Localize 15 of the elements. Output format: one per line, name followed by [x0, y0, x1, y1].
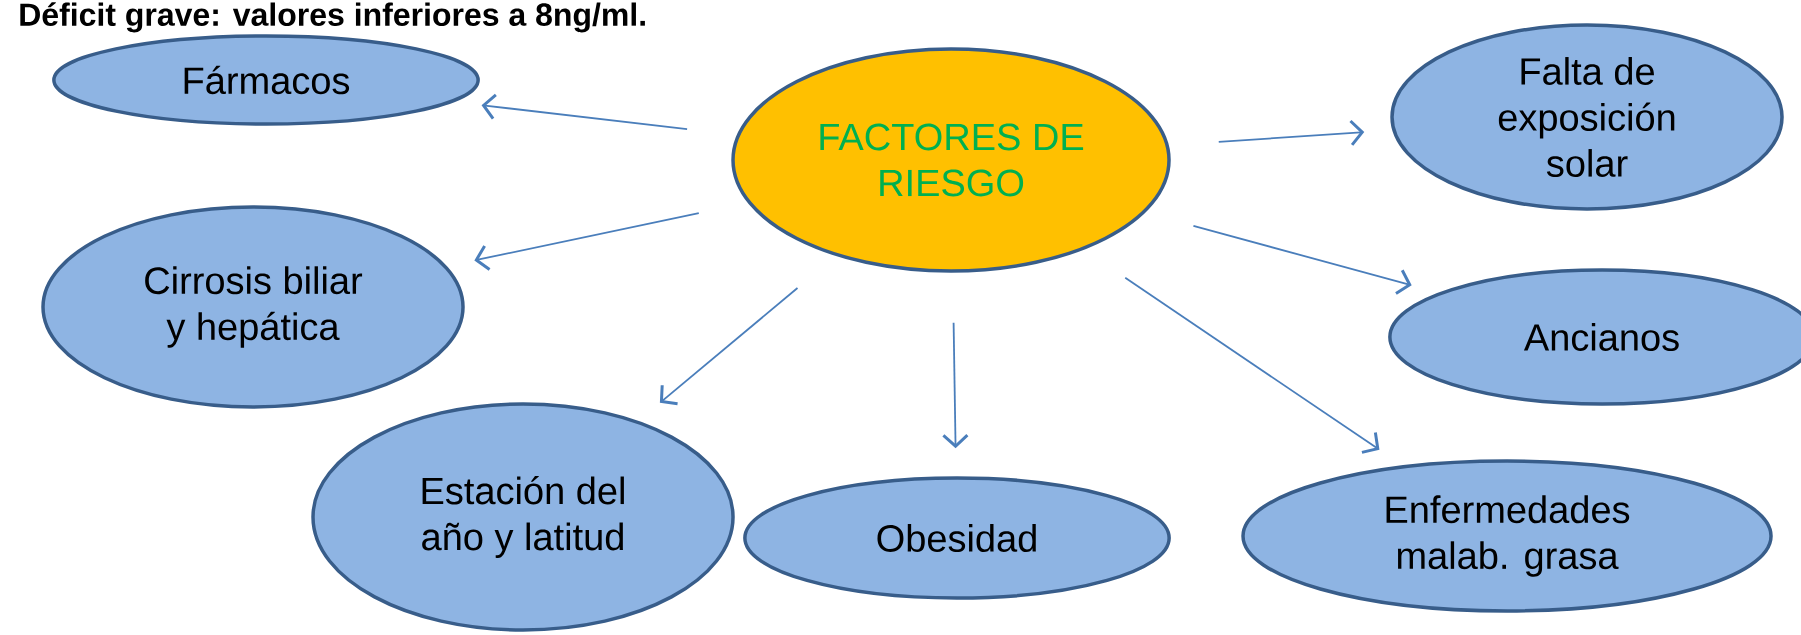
arrow — [1192, 225, 1412, 295]
arrow — [1217, 119, 1365, 146]
ellipse-node: Estación del año y latitud — [311, 402, 735, 632]
ellipse-node: Ancianos — [1388, 268, 1801, 406]
ellipse-node: Cirrosis biliar y hepática — [41, 205, 465, 409]
arrow — [481, 93, 688, 131]
heading: Déficit grave: valores inferiores a 8ng/ml. — [20, 2, 645, 33]
ellipse-node: Fármacos — [52, 34, 480, 126]
arrow — [474, 212, 700, 271]
arrow — [942, 321, 969, 449]
arrow — [659, 287, 799, 406]
arrow — [1124, 276, 1380, 454]
ellipse-node: Obesidad — [743, 476, 1171, 600]
ellipse-node: Enfermedades malab. grasa — [1241, 459, 1773, 613]
ellipse-node: Falta de exposición solar — [1390, 23, 1784, 211]
